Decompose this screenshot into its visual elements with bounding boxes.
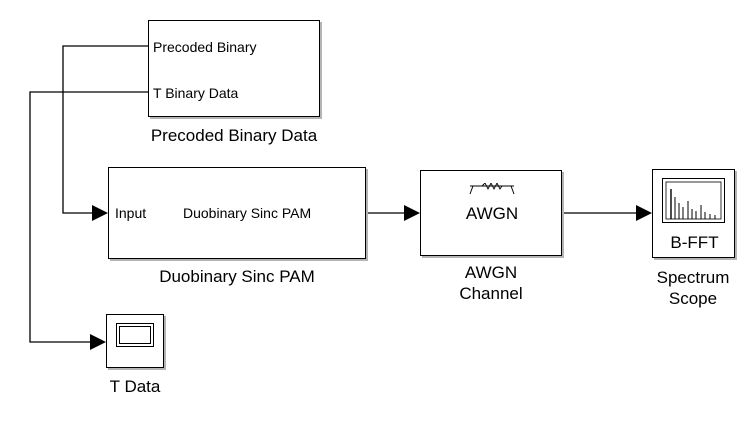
awgn-caption-line1: AWGN <box>464 263 518 282</box>
t-data-scope-block[interactable] <box>106 314 164 368</box>
wire-tbinary-to-tdata <box>29 91 148 343</box>
spectrum-caption-line2: Scope <box>668 289 718 308</box>
arrowhead-tdata-in <box>90 334 106 350</box>
precoded-binary-port-label: Precoded Binary <box>153 39 257 55</box>
arrowhead-awgn-in <box>404 205 420 221</box>
awgn-channel-caption: AWGN Channel <box>421 262 561 304</box>
precoded-binary-data-block[interactable]: Precoded Binary T Binary Data <box>148 20 320 117</box>
awgn-caption-line2: Channel <box>459 284 523 303</box>
awgn-block-label: AWGN <box>465 204 519 223</box>
spectrum-scope-block[interactable]: B-FFT <box>652 169 735 258</box>
input-port-label: Input <box>115 205 147 221</box>
arrowhead-spectrum-in <box>636 205 652 221</box>
precoded-binary-data-caption: Precoded Binary Data <box>150 126 318 145</box>
wire-precoded-to-duobinary <box>62 45 148 214</box>
scope-screen-icon <box>116 323 154 347</box>
b-fft-label: B-FFT <box>670 233 719 252</box>
t-data-caption: T Data <box>109 377 161 396</box>
spectrum-caption-line1: Spectrum <box>656 268 730 287</box>
t-binary-data-port-label: T Binary Data <box>153 85 239 101</box>
spectrum-scope-caption: Spectrum Scope <box>633 267 753 309</box>
duobinary-sinc-pam-block[interactable]: Input Duobinary Sinc PAM <box>108 167 366 259</box>
duobinary-output-port-label: Duobinary Sinc PAM <box>183 205 312 221</box>
awgn-channel-block[interactable]: AWGN <box>420 170 562 256</box>
spectrum-bars-icon <box>662 178 725 223</box>
arrowhead-duobinary-in <box>92 205 108 221</box>
noise-channel-icon <box>469 183 515 195</box>
duobinary-sinc-pam-caption: Duobinary Sinc PAM <box>159 267 315 286</box>
